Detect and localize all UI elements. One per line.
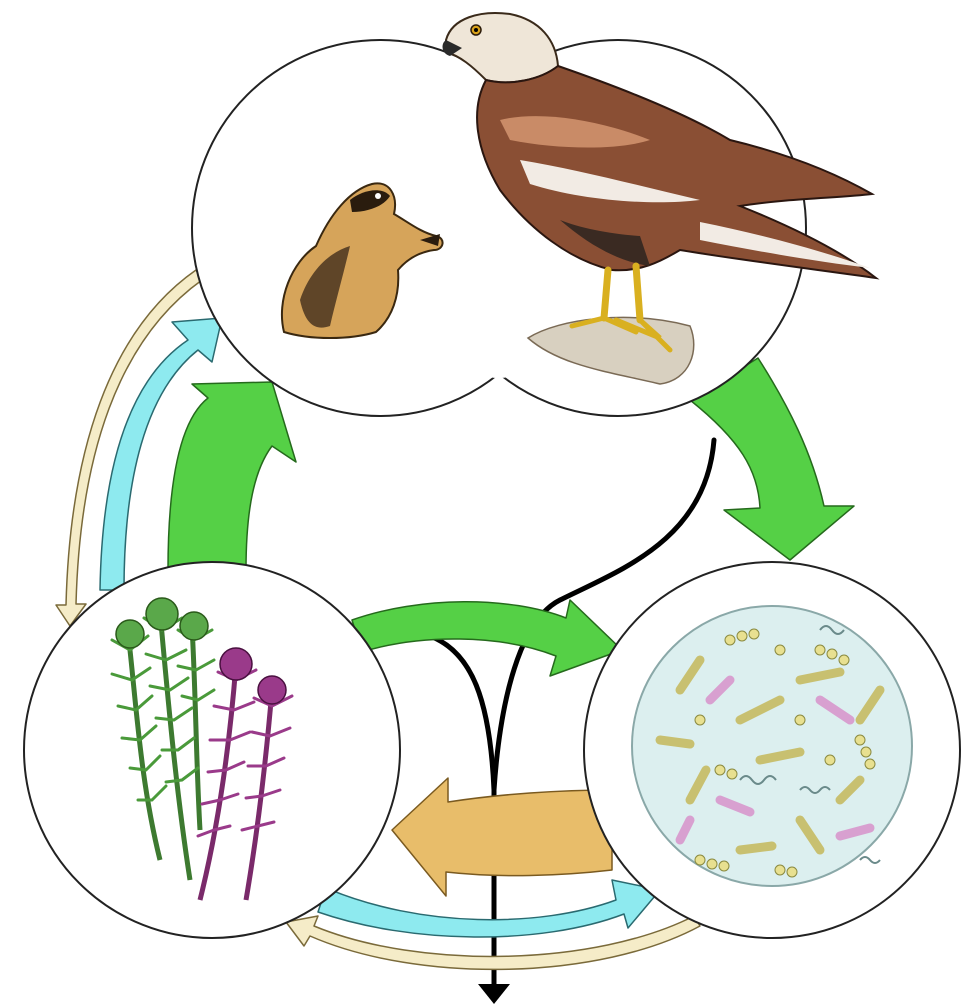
producers-node <box>24 562 400 938</box>
nutrient-arrow-decomposers-to-producers <box>392 778 612 896</box>
heat-loss-arrowhead <box>478 984 510 1004</box>
decomposers-node <box>584 562 960 938</box>
consumers-node <box>192 13 876 416</box>
energy-arrow-producers-to-decomposers <box>352 600 622 676</box>
bacteria-icon <box>632 606 912 886</box>
carbon-arrow-producers-to-decomposers <box>318 880 660 937</box>
energy-arrow-producers-to-consumers <box>168 382 296 570</box>
heat-loss-line-producers <box>430 636 494 790</box>
